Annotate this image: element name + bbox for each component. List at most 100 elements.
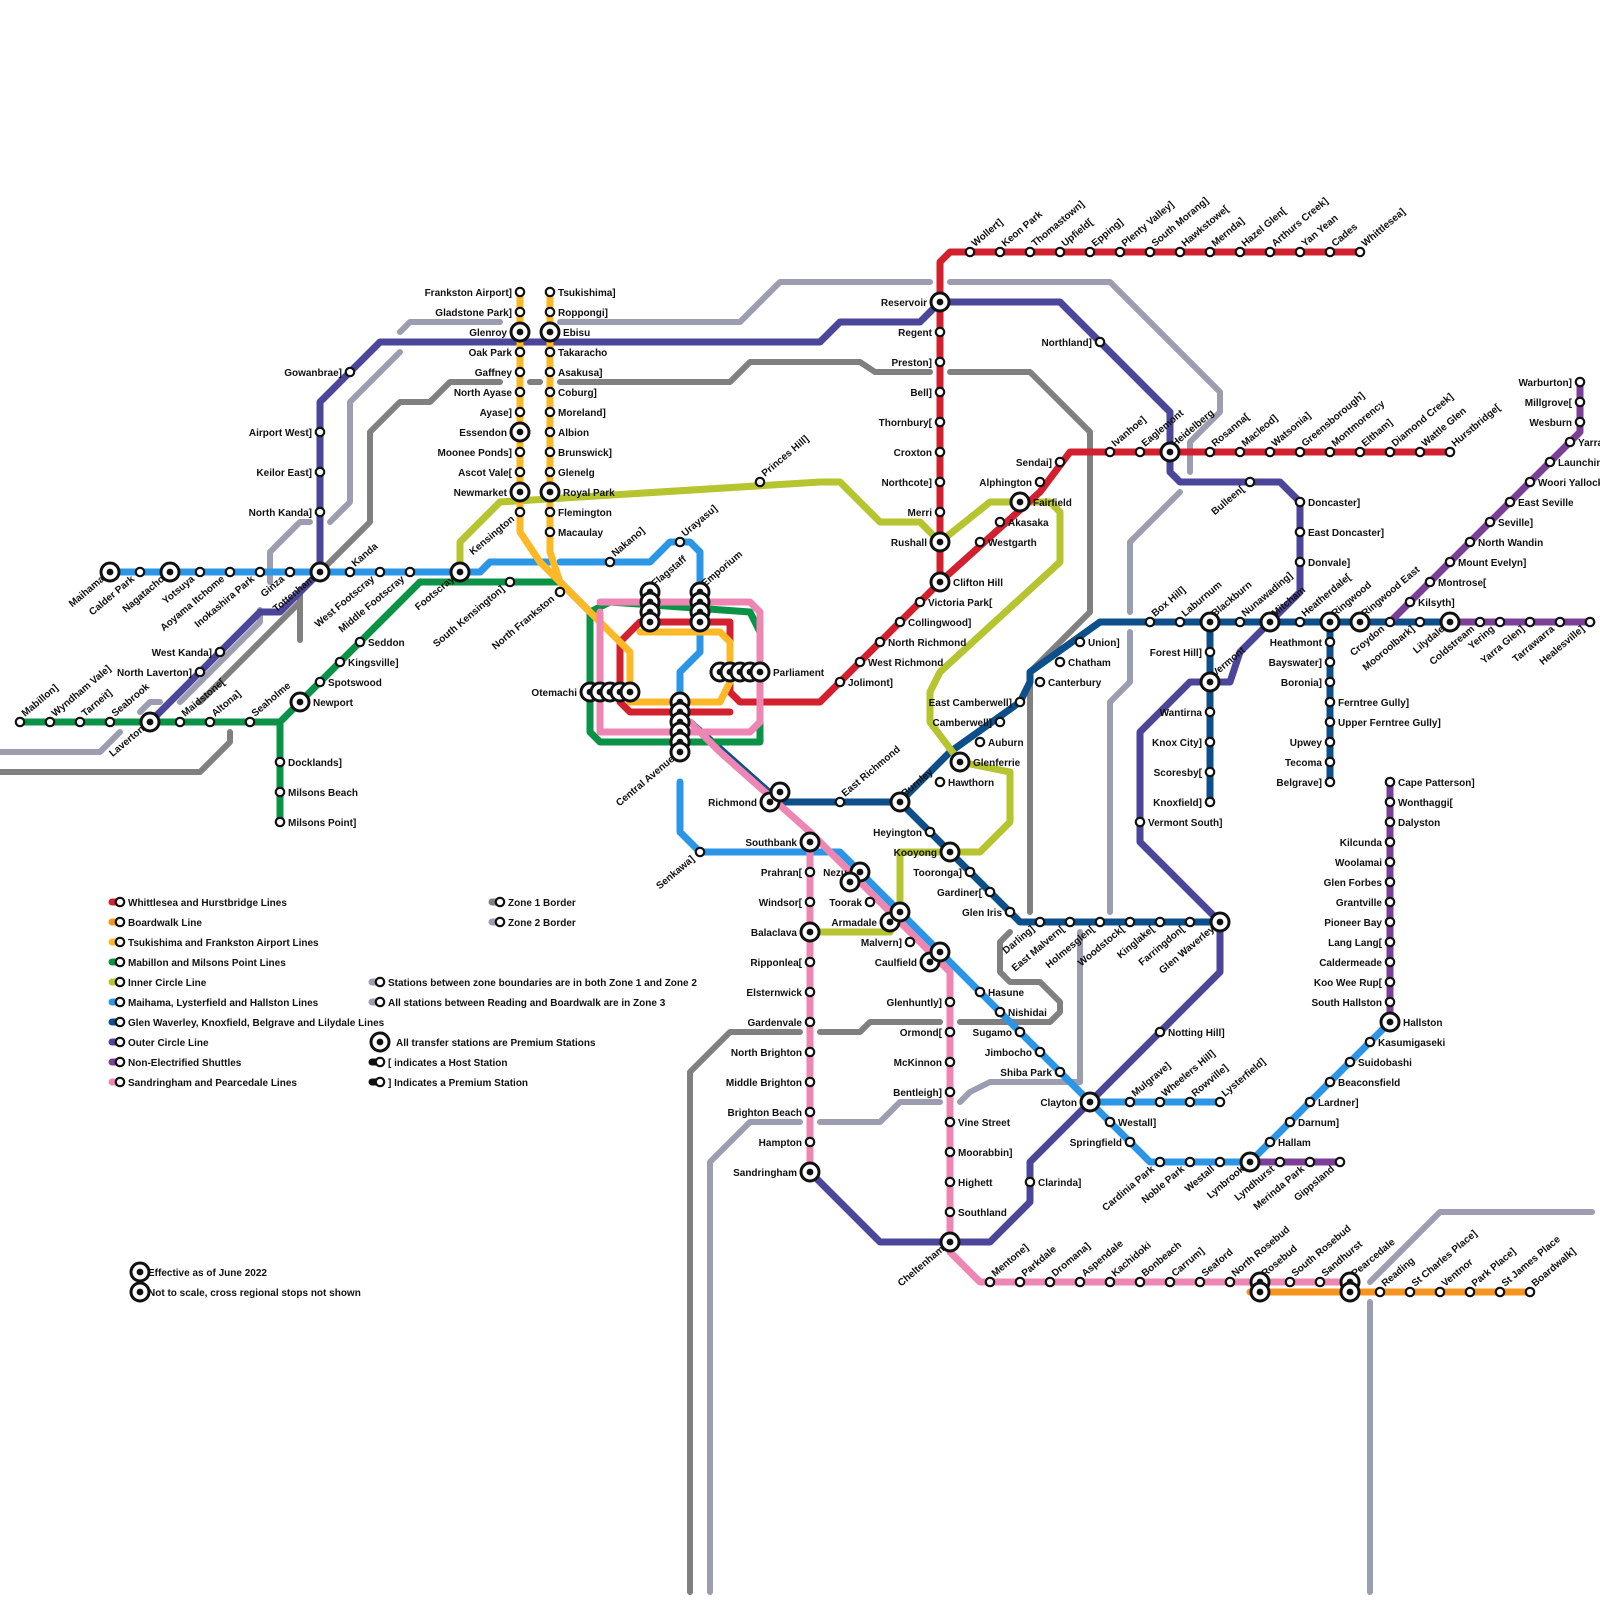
station-marker[interactable]: [1544, 456, 1556, 468]
station-marker[interactable]: [1014, 1026, 1026, 1038]
station-marker[interactable]: [514, 466, 526, 478]
station-marker[interactable]: [984, 886, 996, 898]
station-marker[interactable]: [1334, 1156, 1346, 1168]
station-marker[interactable]: [974, 986, 986, 998]
station-marker[interactable]: [1384, 996, 1396, 1008]
station-marker[interactable]: [1034, 916, 1046, 928]
station-marker[interactable]: [1184, 916, 1196, 928]
station-marker[interactable]: [874, 636, 886, 648]
station-marker[interactable]: [1064, 916, 1076, 928]
station-marker[interactable]: [994, 1006, 1006, 1018]
station-marker[interactable]: [174, 716, 186, 728]
station-marker[interactable]: [1004, 906, 1016, 918]
station-marker[interactable]: [1384, 446, 1396, 458]
station-marker[interactable]: [934, 416, 946, 428]
station-marker[interactable]: [964, 866, 976, 878]
station-marker[interactable]: [944, 1056, 956, 1068]
station-marker[interactable]: [1574, 416, 1586, 428]
station-marker[interactable]: [924, 826, 936, 838]
station-marker[interactable]: [1384, 836, 1396, 848]
station-marker[interactable]: [514, 306, 526, 318]
station-marker[interactable]: [1364, 1036, 1376, 1048]
station-marker[interactable]: [1324, 676, 1336, 688]
station-marker[interactable]: [514, 346, 526, 358]
station-marker[interactable]: [254, 566, 266, 578]
station-marker[interactable]: [1384, 956, 1396, 968]
station-marker[interactable]: [834, 796, 846, 808]
station-marker[interactable]: [944, 1026, 956, 1038]
station-marker[interactable]: [274, 756, 286, 768]
station-marker[interactable]: [944, 1116, 956, 1128]
station-marker[interactable]: [604, 556, 616, 568]
station-marker[interactable]: [1284, 1276, 1296, 1288]
station-marker[interactable]: [44, 716, 56, 728]
station-marker[interactable]: [1294, 526, 1306, 538]
station-marker[interactable]: [1174, 246, 1186, 258]
station-marker[interactable]: [1264, 1136, 1276, 1148]
station-marker[interactable]: [1324, 446, 1336, 458]
station-marker[interactable]: [754, 476, 766, 488]
station-marker[interactable]: [984, 1276, 996, 1288]
station-marker[interactable]: [934, 326, 946, 338]
station-marker[interactable]: [344, 566, 356, 578]
station-marker[interactable]: [1324, 716, 1336, 728]
station-marker[interactable]: [1054, 246, 1066, 258]
station-marker[interactable]: [1144, 616, 1156, 628]
station-marker[interactable]: [74, 716, 86, 728]
station-marker[interactable]: [1324, 246, 1336, 258]
station-marker[interactable]: [14, 716, 26, 728]
station-marker[interactable]: [314, 506, 326, 518]
station-marker[interactable]: [1124, 916, 1136, 928]
station-marker[interactable]: [1414, 446, 1426, 458]
station-marker[interactable]: [864, 896, 876, 908]
station-marker[interactable]: [1384, 896, 1396, 908]
station-marker[interactable]: [1384, 936, 1396, 948]
station-marker[interactable]: [544, 466, 556, 478]
station-marker[interactable]: [544, 526, 556, 538]
station-marker[interactable]: [994, 516, 1006, 528]
station-marker[interactable]: [804, 1136, 816, 1148]
station-marker[interactable]: [804, 1046, 816, 1058]
station-marker[interactable]: [1384, 856, 1396, 868]
station-marker[interactable]: [944, 1206, 956, 1218]
station-marker[interactable]: [1434, 1286, 1446, 1298]
station-marker[interactable]: [374, 566, 386, 578]
station-marker[interactable]: [1024, 246, 1036, 258]
station-marker[interactable]: [1384, 916, 1396, 928]
station-marker[interactable]: [1204, 646, 1216, 658]
station-marker[interactable]: [1014, 696, 1026, 708]
station-marker[interactable]: [1204, 446, 1216, 458]
station-marker[interactable]: [1134, 446, 1146, 458]
station-marker[interactable]: [1134, 816, 1146, 828]
station-marker[interactable]: [934, 506, 946, 518]
station-marker[interactable]: [514, 386, 526, 398]
station-marker[interactable]: [1224, 1276, 1236, 1288]
station-marker[interactable]: [1574, 396, 1586, 408]
station-marker[interactable]: [1524, 1286, 1536, 1298]
station-marker[interactable]: [1134, 1276, 1146, 1288]
station-marker[interactable]: [1384, 796, 1396, 808]
station-marker[interactable]: [544, 286, 556, 298]
station-marker[interactable]: [934, 446, 946, 458]
station-marker[interactable]: [1194, 1276, 1206, 1288]
station-marker[interactable]: [1294, 246, 1306, 258]
station-marker[interactable]: [804, 896, 816, 908]
station-marker[interactable]: [944, 1086, 956, 1098]
station-marker[interactable]: [104, 716, 116, 728]
station-marker[interactable]: [554, 586, 566, 598]
station-marker[interactable]: [1094, 916, 1106, 928]
station-marker[interactable]: [134, 566, 146, 578]
station-marker[interactable]: [1204, 736, 1216, 748]
station-marker[interactable]: [544, 346, 556, 358]
station-marker[interactable]: [314, 676, 326, 688]
station-marker[interactable]: [944, 996, 956, 1008]
station-marker[interactable]: [934, 476, 946, 488]
station-marker[interactable]: [1034, 476, 1046, 488]
station-marker[interactable]: [1444, 556, 1456, 568]
station-marker[interactable]: [1024, 1176, 1036, 1188]
station-marker[interactable]: [1154, 1096, 1166, 1108]
station-marker[interactable]: [514, 366, 526, 378]
station-marker[interactable]: [1294, 496, 1306, 508]
station-marker[interactable]: [1484, 516, 1496, 528]
station-marker[interactable]: [1294, 616, 1306, 628]
